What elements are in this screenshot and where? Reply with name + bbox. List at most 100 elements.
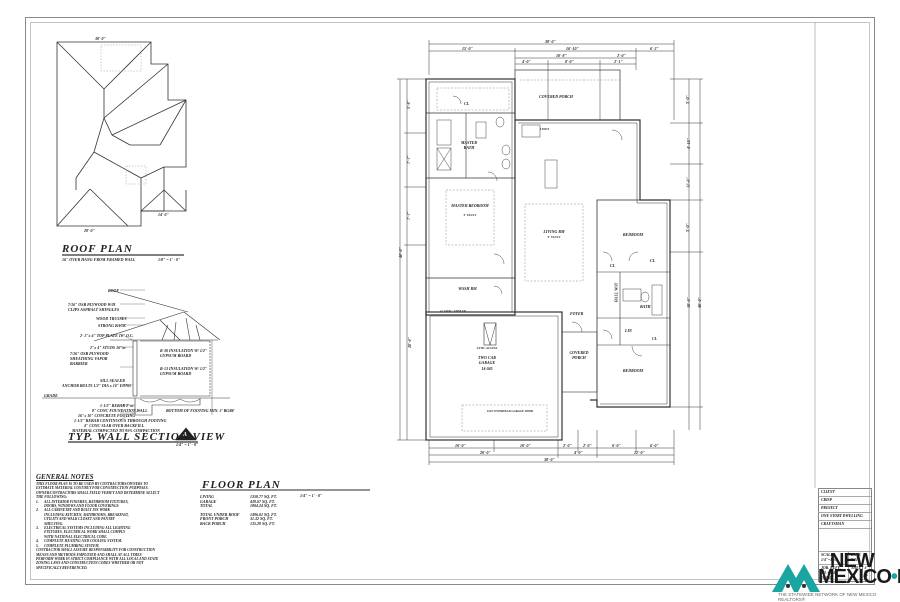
roof-bottom-dim: 28'-0" <box>84 228 95 233</box>
dim-top-right: 6'-2" <box>650 46 659 51</box>
room-bedroom-1: BEDROOM <box>622 232 644 237</box>
dim-bottom-h: 12'-0" <box>634 450 645 455</box>
note-line: PERFORM WORK IN STRICT COMPLIANCE WITH A… <box>36 556 159 561</box>
floor-plan-title: FLOOR PLAN <box>202 479 281 491</box>
room-covered-porch-front: COVERED PORCH <box>569 350 589 360</box>
mls-mexico-text: MEXICO•MLS <box>818 566 900 589</box>
general-notes: GENERAL NOTES THIS FLOOR PLAN IS TO BE U… <box>36 473 186 570</box>
section-marker: A <box>183 432 188 438</box>
scale-label: SCALE <box>821 553 834 557</box>
attic-access-label: ATTIC ACCESS <box>476 346 498 350</box>
dim-bottom-b: 10'-0" <box>520 443 531 448</box>
job-value: 1.0.-0458 <box>821 571 836 575</box>
dim-top-mid: 16'-10" <box>566 46 579 51</box>
general-notes-title: GENERAL NOTES <box>36 473 94 481</box>
callout-sheathing: 7/16" OSB PLYWOOD SHEATHING VAPOR BARRIE… <box>70 351 109 366</box>
dim-right-overall: 40'-0" <box>696 297 702 308</box>
room-closet-2: CL <box>650 258 656 263</box>
callout-r30: R-30 INSULATION W/ 1/2" GYPSUM BOARD <box>160 348 208 358</box>
room-closet-master: CL <box>464 101 470 106</box>
dim-right-b: 4'-10" <box>685 138 691 149</box>
note-line: DOORS, WINDOWS AND FLOOR COVERINGS <box>36 504 119 509</box>
callout-studs: 2"x 4" STUDS 16"oc <box>90 345 127 350</box>
callout-r13: R-13 INSULATION W/ 1/2" GYPSUM BOARD <box>160 366 208 376</box>
room-covered-porch-back: COVERED PORCH <box>539 94 573 99</box>
blank-cell <box>819 529 871 552</box>
note-line: 3. ELECTRICAL SYSTEMS INCLUDING ALL LIGH… <box>36 526 131 531</box>
roof-right-dim: 14'-0" <box>158 212 169 217</box>
room-linen: LIN <box>625 328 632 333</box>
style-value: CRAFTSMAN <box>819 521 871 529</box>
note-line: CONTRACTOR SHALL ASSUME RESPONSIBILITY F… <box>36 548 156 553</box>
dim-bottom-e: 6'-0" <box>612 443 621 448</box>
mls-new-text: NEW <box>830 550 875 572</box>
mls-mls-word: MLS <box>897 566 900 588</box>
date-label: DATE <box>851 553 861 557</box>
room-master-bedroom-ceiling: 9' VAULT <box>463 213 477 217</box>
client-value: CRISP <box>819 497 871 505</box>
room-foyer: FOYER <box>570 311 584 316</box>
dim-left-a: 5'-8" <box>405 100 411 109</box>
job-label: JOB. REFF. <box>821 566 841 570</box>
wall-section-scale: 1/4" = 1' - 0" <box>176 442 199 447</box>
note-line: 5. COMPLETE PLUMBING SYSTEM. <box>36 543 100 548</box>
dim-top-b: 8'-0" <box>565 59 574 64</box>
room-hall-way: HALL WAY <box>613 282 619 303</box>
dim-top-overall: 38'-0" <box>545 39 556 44</box>
note-line: SHELVING. <box>36 521 64 526</box>
dim-right-a: 5'-0" <box>684 95 690 104</box>
roof-plan-title: ROOF PLAN <box>62 243 133 255</box>
dim-left-c: 7'-7" <box>405 211 411 220</box>
room-master-bedroom: MASTER BEDROOM <box>451 203 489 208</box>
note-line: MEANS AND METHODS EMPLOYED AND SHALL AT … <box>36 552 142 557</box>
room-garage: TWO CAR GARAGE <box>478 355 496 365</box>
dim-bottom-garage: 20'-0" <box>480 450 491 455</box>
scale-value: 1/4"=1'-0" <box>821 558 839 562</box>
floor-plan-scale: 1/4" = 1' - 0" <box>300 493 323 498</box>
mls-dot-icon: • <box>890 566 898 588</box>
sheet-border-inner <box>30 22 870 580</box>
dim-bottom-overall: 38'-0" <box>544 457 555 462</box>
room-living: LIVING RM <box>543 229 565 234</box>
note-line: OWNER/CONTRACTORS SHALL FIELD VERIFY AND… <box>36 490 160 495</box>
dim-right-d: 5'-0" <box>684 223 690 232</box>
roof-plan-scale: 1/8" = 1' - 0" <box>158 257 181 262</box>
note-line: 2. ALL CABINETRY AND BUILT INS WORK <box>36 508 110 513</box>
callout-top-plate: 2- 2"x 4" TOP PLATE 16" O.C. <box>80 333 134 338</box>
dim-top-c: 2'-1" <box>614 59 623 64</box>
sheet-border-outer <box>25 17 875 585</box>
callout-roof: ROOF <box>108 288 120 293</box>
dim-bottom-c: 2'-0" <box>563 443 572 448</box>
callout-foundation: 8" CONC FOUNDATION WALL <box>92 408 148 413</box>
callout-grade: GRADE <box>44 393 58 398</box>
sheet-label: SHEET # <box>851 566 867 570</box>
job-sheet-row: JOB. REFF. 1.0.-0458 10.040 SHEET # 3 <box>819 565 871 582</box>
dim-bottom-a: 10'-0" <box>455 443 466 448</box>
dim-top-porch-right: 2'-0" <box>617 53 626 58</box>
note-line: FIXTURES. ELECTRICAL WORK SHALL COMPLY <box>36 530 126 535</box>
title-block: CLIENT CRISP PROJECT ONE STORY DWELLING … <box>818 488 872 582</box>
step-up-label: 4" CONC. STEP UP <box>440 309 466 313</box>
dim-bottom-f: 6'-0" <box>650 443 659 448</box>
room-closet-1: CL <box>610 263 616 268</box>
room-bath: BATH <box>640 304 651 309</box>
room-master-bath: MASTER BATH <box>460 140 478 150</box>
drawn-value: 10.040 <box>821 576 832 580</box>
roof-plan-subtitle: 16" OVER HANG FROM FRAMED WALL <box>62 257 136 262</box>
note-line: ESTIMATE MATERIAL COST/BUY FOR CONSTRUCT… <box>36 486 149 491</box>
callout-slab: 4" CONC SLAB OVER BACKFILL <box>84 423 145 428</box>
callout-footing-depth: BOTTOM OF FOOTING MIN. 2' BGRF <box>166 408 235 413</box>
room-bedroom-2: BEDROOM <box>622 368 644 373</box>
roof-top-dim: 38'-0" <box>95 36 106 41</box>
dim-top-porch: 10'-8" <box>556 53 567 58</box>
mls-mexico-word: MEXICO <box>818 566 892 588</box>
note-line: UTILITY AND WALK CLOSET AND PANTRY <box>36 517 115 522</box>
project-value: ONE STORY DWELLING <box>819 513 871 521</box>
dim-left-b: 7'-7" <box>405 155 411 164</box>
dim-bottom-d: 2'-0" <box>583 443 592 448</box>
